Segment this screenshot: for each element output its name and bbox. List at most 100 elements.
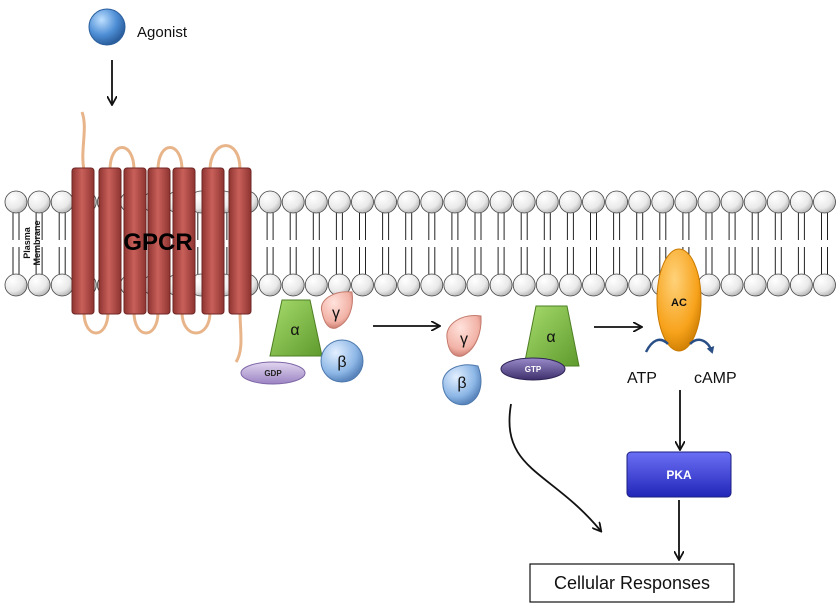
lipid-head	[304, 190, 328, 214]
lipid-head	[27, 273, 51, 297]
lipid-head	[397, 190, 421, 214]
lipid-head	[651, 190, 675, 214]
lipid-head	[397, 273, 421, 297]
lipid-head	[443, 273, 467, 297]
lipid-head	[582, 273, 605, 297]
gpcr-helix-1	[71, 167, 95, 315]
lipid-head	[4, 190, 28, 214]
lipid-heads-outer-leaflet	[4, 190, 836, 214]
gtp-molecule	[500, 357, 566, 381]
lipid-head	[697, 273, 721, 297]
gpcr-helix-2	[98, 167, 122, 315]
gamma-label-free: γ	[460, 331, 468, 348]
membrane-label-line1: Plasma	[22, 226, 32, 259]
lipid-head	[559, 190, 582, 214]
g-protein-to-responses-arrow	[508, 403, 600, 530]
lipid-head	[628, 190, 652, 214]
alpha-gtp-active: α GTP	[500, 305, 580, 381]
lipid-head	[281, 273, 305, 297]
lipid-head	[766, 190, 790, 214]
agonist-ball	[88, 8, 126, 46]
atp-to-camp-curve-left	[644, 338, 669, 353]
adenylyl-cyclase: AC ATP cAMP	[627, 248, 737, 387]
lipid-head	[535, 190, 559, 214]
membrane-label-line2: Membrane	[32, 220, 42, 265]
lipid-head	[420, 273, 444, 297]
lipid-head	[443, 190, 467, 214]
beta-subunit-inactive	[320, 339, 364, 383]
lipid-head	[559, 273, 582, 297]
lipid-head	[790, 273, 813, 297]
atp-to-camp-curve-right	[689, 338, 715, 354]
beta-label-free: β	[457, 375, 466, 392]
pka: PKA	[626, 451, 732, 498]
lipid-head	[489, 273, 513, 297]
lipid-head	[258, 190, 282, 214]
gpcr-loops	[80, 111, 243, 363]
lipid-head	[466, 273, 490, 297]
atp-label: ATP	[627, 370, 657, 387]
gamma-subunit-free	[446, 315, 482, 357]
lipid-head	[697, 190, 721, 214]
lipid-head	[50, 273, 74, 297]
lipid-head	[720, 190, 744, 214]
cellular-responses-label: Cellular Responses	[554, 573, 710, 593]
gdp-label: GDP	[264, 369, 282, 378]
cellular-responses: Cellular Responses	[529, 563, 735, 603]
lipid-head	[420, 190, 444, 214]
lipid-head	[605, 273, 628, 297]
alpha-subunit-active	[523, 305, 580, 367]
lipid-head	[351, 190, 374, 214]
gtp-label: GTP	[525, 365, 542, 374]
lipid-head	[628, 273, 652, 297]
gamma-subunit-inactive	[320, 291, 353, 329]
agonist: Agonist	[88, 8, 188, 46]
lipid-head	[674, 190, 698, 214]
lipid-head	[466, 190, 490, 214]
lipid-head	[489, 190, 513, 214]
gpcr-helix-6	[201, 167, 225, 315]
beta-gamma-dimer: γ β	[442, 315, 482, 406]
lipid-head	[813, 273, 836, 297]
plasma-membrane-label: Plasma Membrane	[22, 220, 42, 265]
camp-label: cAMP	[694, 370, 737, 387]
lipid-head	[766, 273, 790, 297]
lipid-head	[743, 190, 767, 214]
lipid-head	[27, 190, 51, 214]
lipid-head	[743, 273, 767, 297]
gpcr-helix-4	[147, 167, 171, 315]
lipid-head	[605, 190, 628, 214]
gpcr-label: GPCR	[123, 229, 192, 256]
gdp-molecule	[240, 361, 306, 385]
lipid-head	[258, 273, 282, 297]
ac-label: AC	[671, 297, 687, 309]
gpcr-helix-7	[228, 167, 252, 315]
beta-subunit-free	[442, 364, 482, 406]
gpcr-helix-3	[123, 167, 147, 315]
ac-enzyme	[656, 248, 702, 352]
lipid-head	[327, 190, 351, 214]
beta-label-inactive: β	[337, 354, 346, 371]
lipid-head	[720, 273, 744, 297]
lipid-head	[4, 273, 28, 297]
gamma-label-inactive: γ	[332, 305, 340, 322]
lipid-head	[512, 190, 536, 214]
lipid-head	[281, 190, 305, 214]
gpcr-helix-5	[172, 167, 196, 315]
lipid-head	[304, 273, 328, 297]
lipid-head	[374, 190, 398, 214]
lipid-head	[50, 190, 74, 214]
lipid-head	[813, 190, 836, 214]
agonist-label: Agonist	[137, 24, 188, 41]
pka-label: PKA	[666, 468, 692, 482]
cellular-responses-box	[529, 563, 735, 603]
alpha-label-inactive: α	[290, 322, 299, 339]
lipid-head	[790, 190, 813, 214]
lipid-head	[582, 190, 605, 214]
gpcr-receptor: GPCR	[71, 167, 252, 315]
pka-box	[626, 451, 732, 498]
lipid-head	[374, 273, 398, 297]
alpha-label-active: α	[546, 329, 555, 346]
